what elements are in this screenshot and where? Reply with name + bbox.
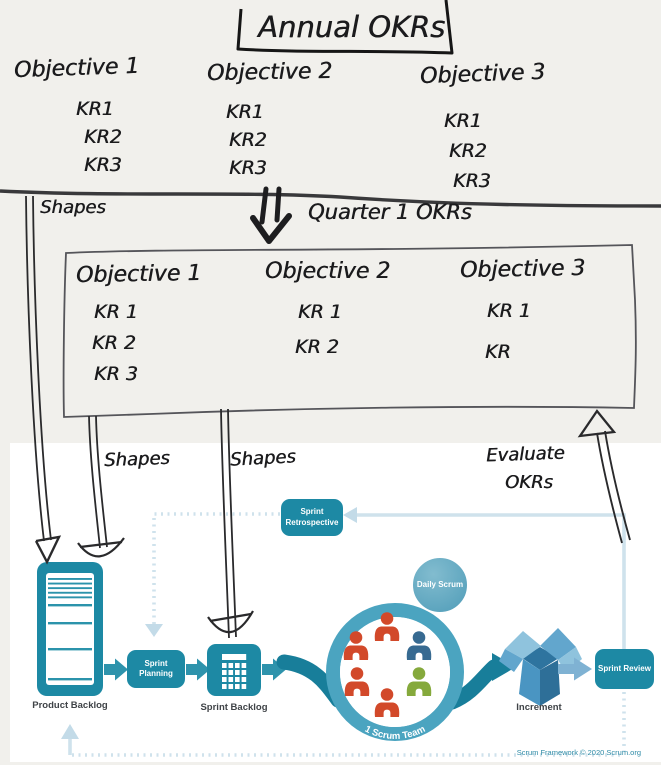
sprint-retrospective-box: Sprint Retrospective <box>281 499 343 536</box>
sprint-planning-label: Sprint Planning <box>139 658 173 678</box>
scrum-copyright: Scrum Framework © 2020 Scrum.org <box>516 748 641 757</box>
shapes-note-top: Shapes <box>40 197 106 218</box>
evaluate-note-line1: Evaluate <box>485 442 565 467</box>
annual-obj2-kr3: KR3 <box>229 157 267 179</box>
sprint-retrospective-label: Sprint Retrospective <box>285 507 339 527</box>
quarter-objective-2: Objective 2 <box>265 259 391 284</box>
annual-okrs-title: Annual OKRs <box>258 10 446 44</box>
cascade-double-arrow <box>250 186 292 244</box>
sprint-review-box: Sprint Review <box>595 649 654 689</box>
sprint-review-label: Sprint Review <box>598 663 651 673</box>
annual-obj2-kr1: KR1 <box>226 101 264 123</box>
evaluate-note-line2: OKRs <box>505 472 553 493</box>
shapes-note-left: Shapes <box>103 447 171 472</box>
quarter-obj3-kr2: KR <box>485 341 511 363</box>
product-backlog-label: Product Backlog <box>32 700 108 711</box>
quarter-obj2-kr1: KR 1 <box>298 301 342 323</box>
quarter-obj2-kr2: KR 2 <box>295 336 339 358</box>
quarter-okrs-heading: Quarter 1 OKRs <box>308 200 472 224</box>
sprint-planning-box: Sprint Planning <box>127 650 185 688</box>
quarter-obj1-kr2: KR 2 <box>92 332 136 354</box>
quarter-objective-3: Objective 3 <box>459 255 586 284</box>
annual-objective-1: Objective 1 <box>13 53 140 84</box>
annual-obj3-kr2: KR2 <box>449 140 487 162</box>
annual-objective-3: Objective 3 <box>419 59 546 90</box>
daily-scrum-label: Daily Scrum <box>416 579 464 589</box>
annual-obj1-kr2: KR2 <box>84 126 122 148</box>
daily-scrum-bubble: Daily Scrum <box>411 556 469 614</box>
quarter-obj3-kr1: KR 1 <box>487 300 531 322</box>
annual-obj3-kr3: KR3 <box>453 170 491 192</box>
annual-objective-2: Objective 2 <box>206 58 333 87</box>
quarter-objective-1: Objective 1 <box>75 260 202 289</box>
quarter-obj1-kr3: KR 3 <box>94 363 138 385</box>
annual-obj1-kr3: KR3 <box>84 154 122 176</box>
annual-obj2-kr2: KR2 <box>229 129 267 151</box>
increment-label: Increment <box>516 702 562 713</box>
sprint-backlog-label: Sprint Backlog <box>200 702 268 713</box>
annual-obj1-kr1: KR1 <box>76 98 114 120</box>
quarter-obj1-kr1: KR 1 <box>94 301 138 323</box>
annual-obj3-kr1: KR1 <box>444 110 482 132</box>
shapes-note-center: Shapes <box>229 446 297 471</box>
